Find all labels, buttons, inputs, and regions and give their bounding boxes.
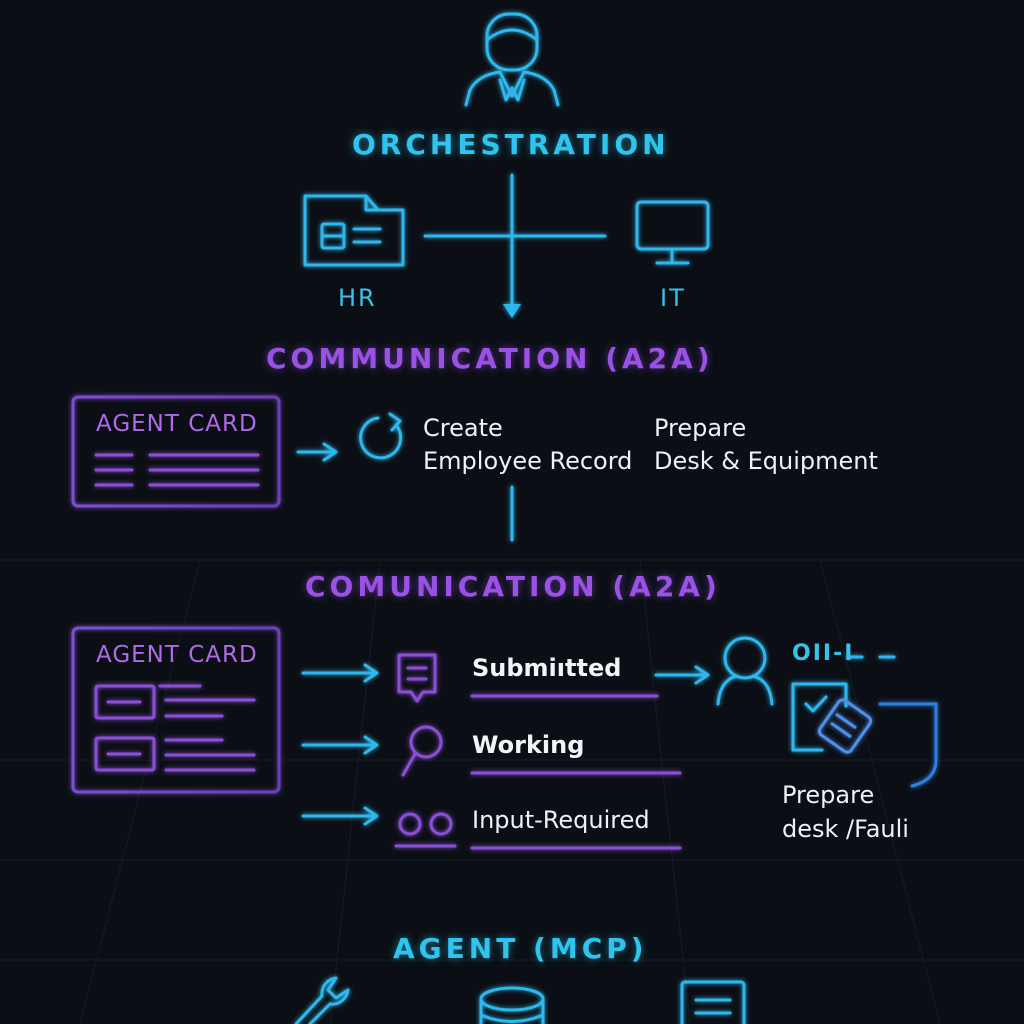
clipboard-check-icon [791,682,938,788]
code-label: OII-I [792,641,855,666]
orchestration-title: ORCHESTRATION [352,128,670,161]
user-outline-icon [716,636,774,706]
person-icon [464,12,560,107]
task-create-line1: Create [423,414,503,442]
agent-card-2 [71,626,281,794]
list-document-icon [680,980,746,1024]
state-arrows [301,663,379,826]
task-prepare-line2: Desk & Equipment [654,447,878,475]
state-input-required: Input-Required [472,806,650,834]
wrench-icon [294,976,350,1024]
communication-title-1: COMMUNICATION (A2A) [266,342,714,375]
it-label: IT [660,284,686,312]
pair-circles-icon [394,812,457,848]
agent-card-2-title: AGENT CARD [96,642,258,668]
result-line1: Prepare [782,781,875,809]
state-underlines [470,694,682,850]
agent-card-1 [71,395,281,508]
database-icon [479,986,545,1024]
arrow-to-user [654,665,710,685]
orchestration-connectors [423,173,607,318]
hr-label: HR [338,284,377,312]
task-prepare-line1: Prepare [654,414,747,442]
arrow-card-1 [296,442,338,462]
monitor-icon [635,200,710,265]
hr-folder-icon [303,194,405,267]
state-working: Working [472,731,585,759]
task-create-line2: Employee Record [423,447,633,475]
result-line2: desk /Fauli [782,815,909,843]
communication-title-2: COMUNICATION (A2A) [305,570,721,603]
refresh-icon [359,412,403,460]
agent-card-1-title: AGENT CARD [96,411,258,437]
state-submitted: Submiıtted [472,654,622,682]
agent-title: AGENT (MCP) [393,932,648,965]
search-icon [401,725,443,777]
document-icon [397,653,437,703]
